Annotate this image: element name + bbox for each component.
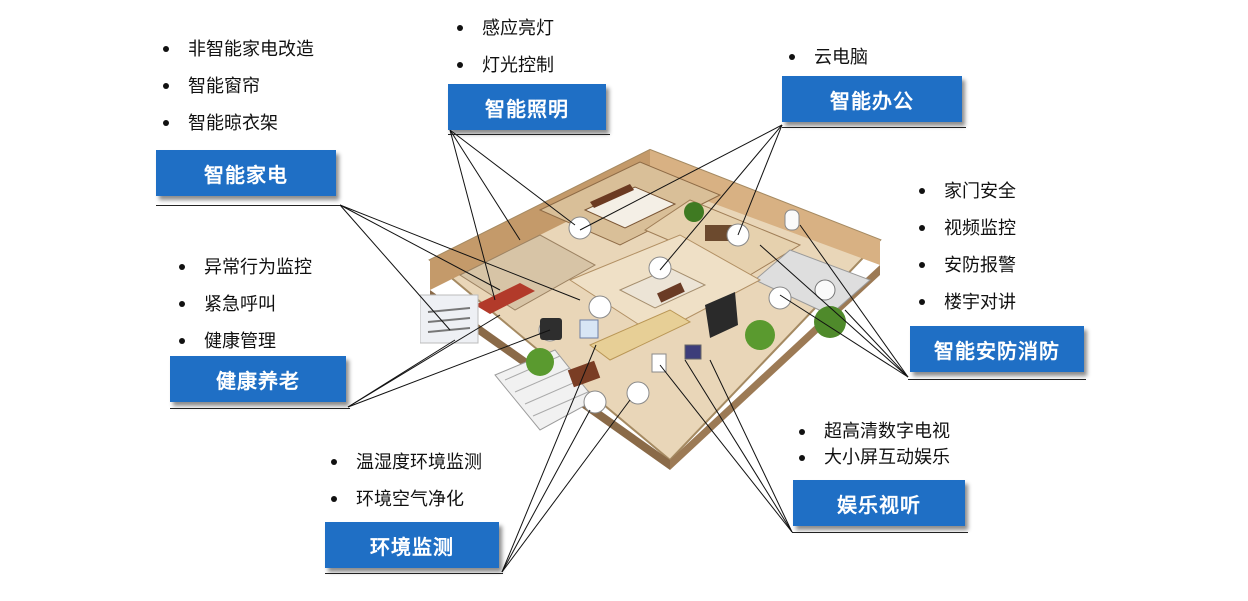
feature-item: 健康管理 <box>174 323 312 360</box>
feature-item: 家门安全 <box>914 173 1016 210</box>
feature-item: 视频监控 <box>914 210 1016 247</box>
feature-item: 灯光控制 <box>452 47 554 84</box>
category-underline <box>170 408 350 409</box>
category-box-office: 智能办公 <box>782 76 962 122</box>
feature-item: 安防报警 <box>914 247 1016 284</box>
category-underline <box>792 532 968 533</box>
feature-item: 异常行为监控 <box>174 249 312 286</box>
environment-feature-list: 温湿度环境监测 环境空气净化 <box>326 444 482 518</box>
feature-item: 大小屏互动娱乐 <box>794 445 950 471</box>
category-underline <box>325 573 503 574</box>
feature-item: 紧急呼叫 <box>174 286 312 323</box>
feature-item: 环境空气净化 <box>326 481 482 518</box>
category-box-lighting: 智能照明 <box>448 84 606 130</box>
category-underline <box>908 379 1086 380</box>
category-box-appliance: 智能家电 <box>156 150 336 196</box>
feature-item: 非智能家电改造 <box>158 31 314 68</box>
feature-item: 超高清数字电视 <box>794 419 950 445</box>
category-box-environment: 环境监测 <box>325 522 499 568</box>
office-feature-list: 云电脑 <box>784 39 868 76</box>
feature-item: 感应亮灯 <box>452 10 554 47</box>
entertainment-feature-list: 超高清数字电视 大小屏互动娱乐 <box>794 419 950 471</box>
category-box-security: 智能安防消防 <box>910 326 1084 372</box>
feature-item: 楼宇对讲 <box>914 284 1016 321</box>
feature-item: 云电脑 <box>784 39 868 76</box>
feature-item: 智能窗帘 <box>158 68 314 105</box>
elderly-feature-list: 异常行为监控 紧急呼叫 健康管理 <box>174 249 312 360</box>
category-box-elderly: 健康养老 <box>170 356 346 402</box>
category-underline <box>448 134 610 135</box>
category-box-entertainment: 娱乐视听 <box>793 480 965 526</box>
appliance-feature-list: 非智能家电改造 智能窗帘 智能晾衣架 <box>158 31 314 142</box>
feature-item: 智能晾衣架 <box>158 105 314 142</box>
feature-item: 温湿度环境监测 <box>326 444 482 481</box>
lighting-feature-list: 感应亮灯 灯光控制 <box>452 10 554 84</box>
security-feature-list: 家门安全 视频监控 安防报警 楼宇对讲 <box>914 173 1016 321</box>
category-underline <box>156 205 340 206</box>
category-underline <box>782 127 966 128</box>
